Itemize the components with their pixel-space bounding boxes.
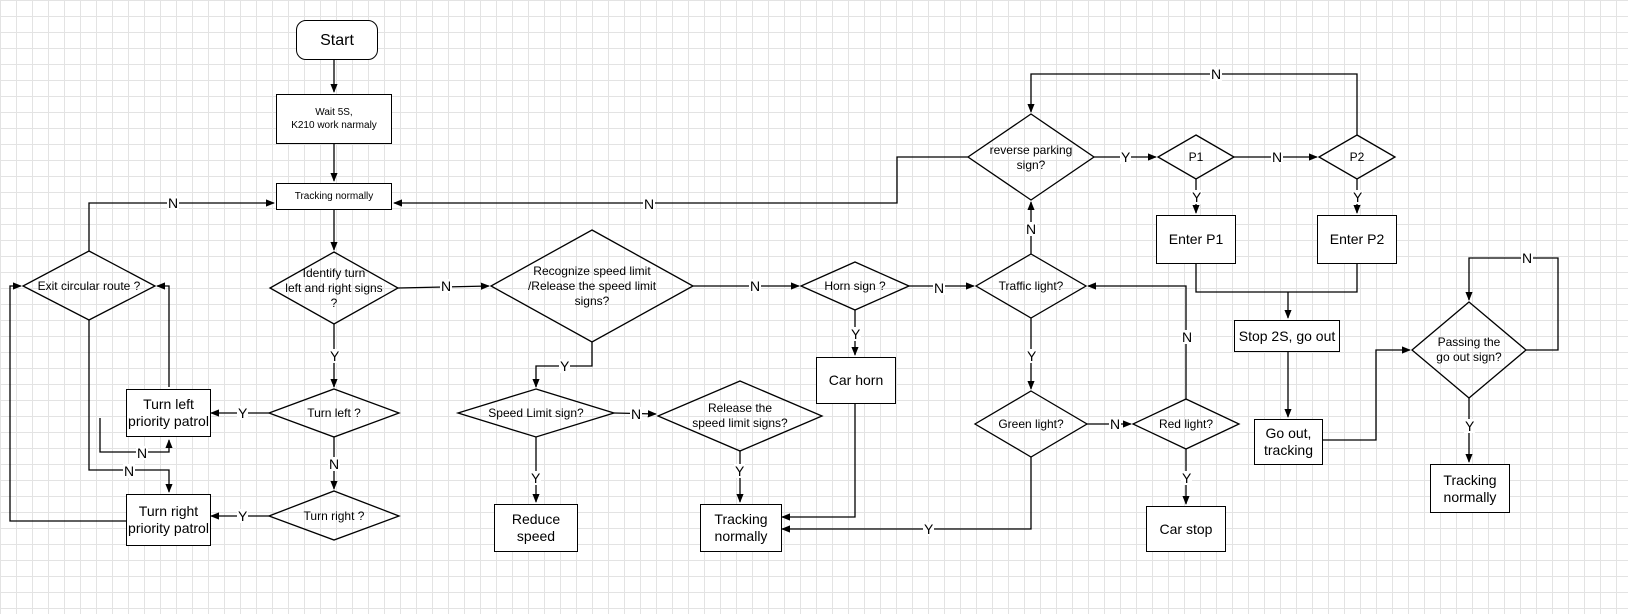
car-horn-node: Car horn <box>816 357 896 404</box>
edge-label-speed-y: Y <box>530 470 542 486</box>
edge-label-exit-n: N <box>167 195 180 211</box>
turn-left-patrol-label: Turn left priority patrol <box>128 396 209 429</box>
speed-limit-text: Speed Limit sign? <box>470 404 602 422</box>
edge-label-recognize-y: Y <box>559 358 571 374</box>
passing-label: Passing the go out sign? <box>1436 335 1502 364</box>
edge-label-p1-y: Y <box>1191 189 1203 205</box>
horn-label: Horn sign ? <box>824 278 886 293</box>
start-node: Start <box>296 20 378 60</box>
green-label: Green light? <box>998 416 1064 431</box>
reduce-speed-label: Reduce speed <box>511 511 561 544</box>
horn-text: Horn sign ? <box>811 277 899 295</box>
p1-text: P1 <box>1176 148 1216 166</box>
turn-right-patrol-node: Turn right priority patrol <box>126 494 211 546</box>
tracking-final-node: Tracking normally <box>1430 464 1510 513</box>
release-speed-label: Release the speed limit signs? <box>692 401 788 430</box>
car-stop-node: Car stop <box>1146 506 1226 552</box>
tracking-center-label: Tracking normally <box>714 511 768 544</box>
edge-label-identify-y: Y <box>329 348 341 364</box>
tracking-main-label: Tracking normally <box>294 191 374 202</box>
recognize-speed-text: Recognize speed limit /Release the speed… <box>511 262 673 310</box>
edge-label-exit-n3: N <box>123 463 136 479</box>
tracking-main-node: Tracking normally <box>276 183 392 210</box>
edge-label-horn-n: N <box>933 280 946 296</box>
enter-p1-label: Enter P1 <box>1168 231 1224 247</box>
enter-p2-node: Enter P2 <box>1317 215 1397 264</box>
passing-text: Passing the go out sign? <box>1420 333 1518 367</box>
edge-label-passing-n: N <box>1521 250 1534 266</box>
p2-label: P2 <box>1349 149 1365 164</box>
recognize-speed-label: Recognize speed limit /Release the speed… <box>527 263 657 308</box>
edge-label-p1-n: N <box>1271 149 1284 165</box>
identify-turn-text: Identify turn left and right signs ? <box>262 264 406 312</box>
red-label: Red light? <box>1158 416 1214 431</box>
go-out-tracking-node: Go out, tracking <box>1254 419 1323 465</box>
speed-limit-label: Speed Limit sign? <box>488 405 584 420</box>
turn-left-text: Turn left ? <box>281 404 387 422</box>
turn-right-diamond <box>267 490 401 541</box>
edge-label-reverse-y: Y <box>1120 149 1132 165</box>
tracking-final-label: Tracking normally <box>1443 471 1497 505</box>
exit-circular-label: Exit circular route ? <box>37 278 141 293</box>
red-text: Red light? <box>1141 415 1231 433</box>
stop-go-out-label: Stop 2S, go out <box>1238 327 1336 344</box>
stop-go-out-node: Stop 2S, go out <box>1234 320 1340 352</box>
p1-label: P1 <box>1188 149 1204 164</box>
release-speed-text: Release the speed limit signs? <box>670 399 810 433</box>
edge-label-exit-n2: N <box>136 445 149 461</box>
edge-label-green-y: Y <box>923 521 935 537</box>
reverse-text: reverse parking sign? <box>976 141 1086 175</box>
car-horn-label: Car horn <box>828 372 884 388</box>
reduce-speed-node: Reduce speed <box>494 504 578 552</box>
edge-label-red-y: Y <box>1181 470 1193 486</box>
enter-p2-label: Enter P2 <box>1329 231 1385 247</box>
edge-label-red-n: N <box>1181 329 1194 345</box>
reverse-diamond <box>966 113 1096 201</box>
edge-label-p2-y: Y <box>1352 189 1364 205</box>
turn-left-label: Turn left ? <box>307 405 361 420</box>
car-stop-label: Car stop <box>1159 520 1213 537</box>
edge-label-identify-n: N <box>440 278 453 294</box>
edge-label-recognize-n: N <box>749 278 762 294</box>
edge-label-horn-y: Y <box>850 326 862 342</box>
go-out-tracking-label: Go out, tracking <box>1263 425 1314 458</box>
edge-label-traffic-n: N <box>1025 221 1038 237</box>
edge-label-p2-n: N <box>1210 66 1223 82</box>
edge-label-passing-y: Y <box>1464 418 1476 434</box>
traffic-label: Traffic light? <box>998 278 1064 293</box>
start-label: Start <box>320 31 354 49</box>
turn-right-text: Turn right ? <box>281 507 387 525</box>
enter-p1-node: Enter P1 <box>1156 215 1236 264</box>
reverse-label: reverse parking sign? <box>989 143 1073 172</box>
turn-right-patrol-label: Turn right priority patrol <box>128 503 209 536</box>
tracking-center-node: Tracking normally <box>700 504 782 552</box>
p2-text: P2 <box>1337 148 1377 166</box>
exit-circular-text: Exit circular route ? <box>23 277 155 295</box>
wait-label: Wait 5S, K210 work narmaly <box>291 107 377 131</box>
edge-label-release-y: Y <box>734 463 746 479</box>
edge-label-green-n: N <box>1109 416 1122 432</box>
edge-label-reverse-n: N <box>643 196 656 212</box>
turn-right-label: Turn right ? <box>303 508 365 523</box>
edge-label-speed-n: N <box>630 406 643 422</box>
identify-turn-label: Identify turn left and right signs ? <box>285 265 383 310</box>
edge-label-turnright-y: Y <box>237 508 249 524</box>
turn-left-patrol-node: Turn left priority patrol <box>126 389 211 437</box>
edge-label-turnleft-y: Y <box>237 405 249 421</box>
edge-label-turnleft-n: N <box>328 456 341 472</box>
traffic-text: Traffic light? <box>984 277 1078 295</box>
green-text: Green light? <box>985 415 1077 433</box>
wait-node: Wait 5S, K210 work narmaly <box>276 94 392 144</box>
edge-label-traffic-y: Y <box>1026 348 1038 364</box>
